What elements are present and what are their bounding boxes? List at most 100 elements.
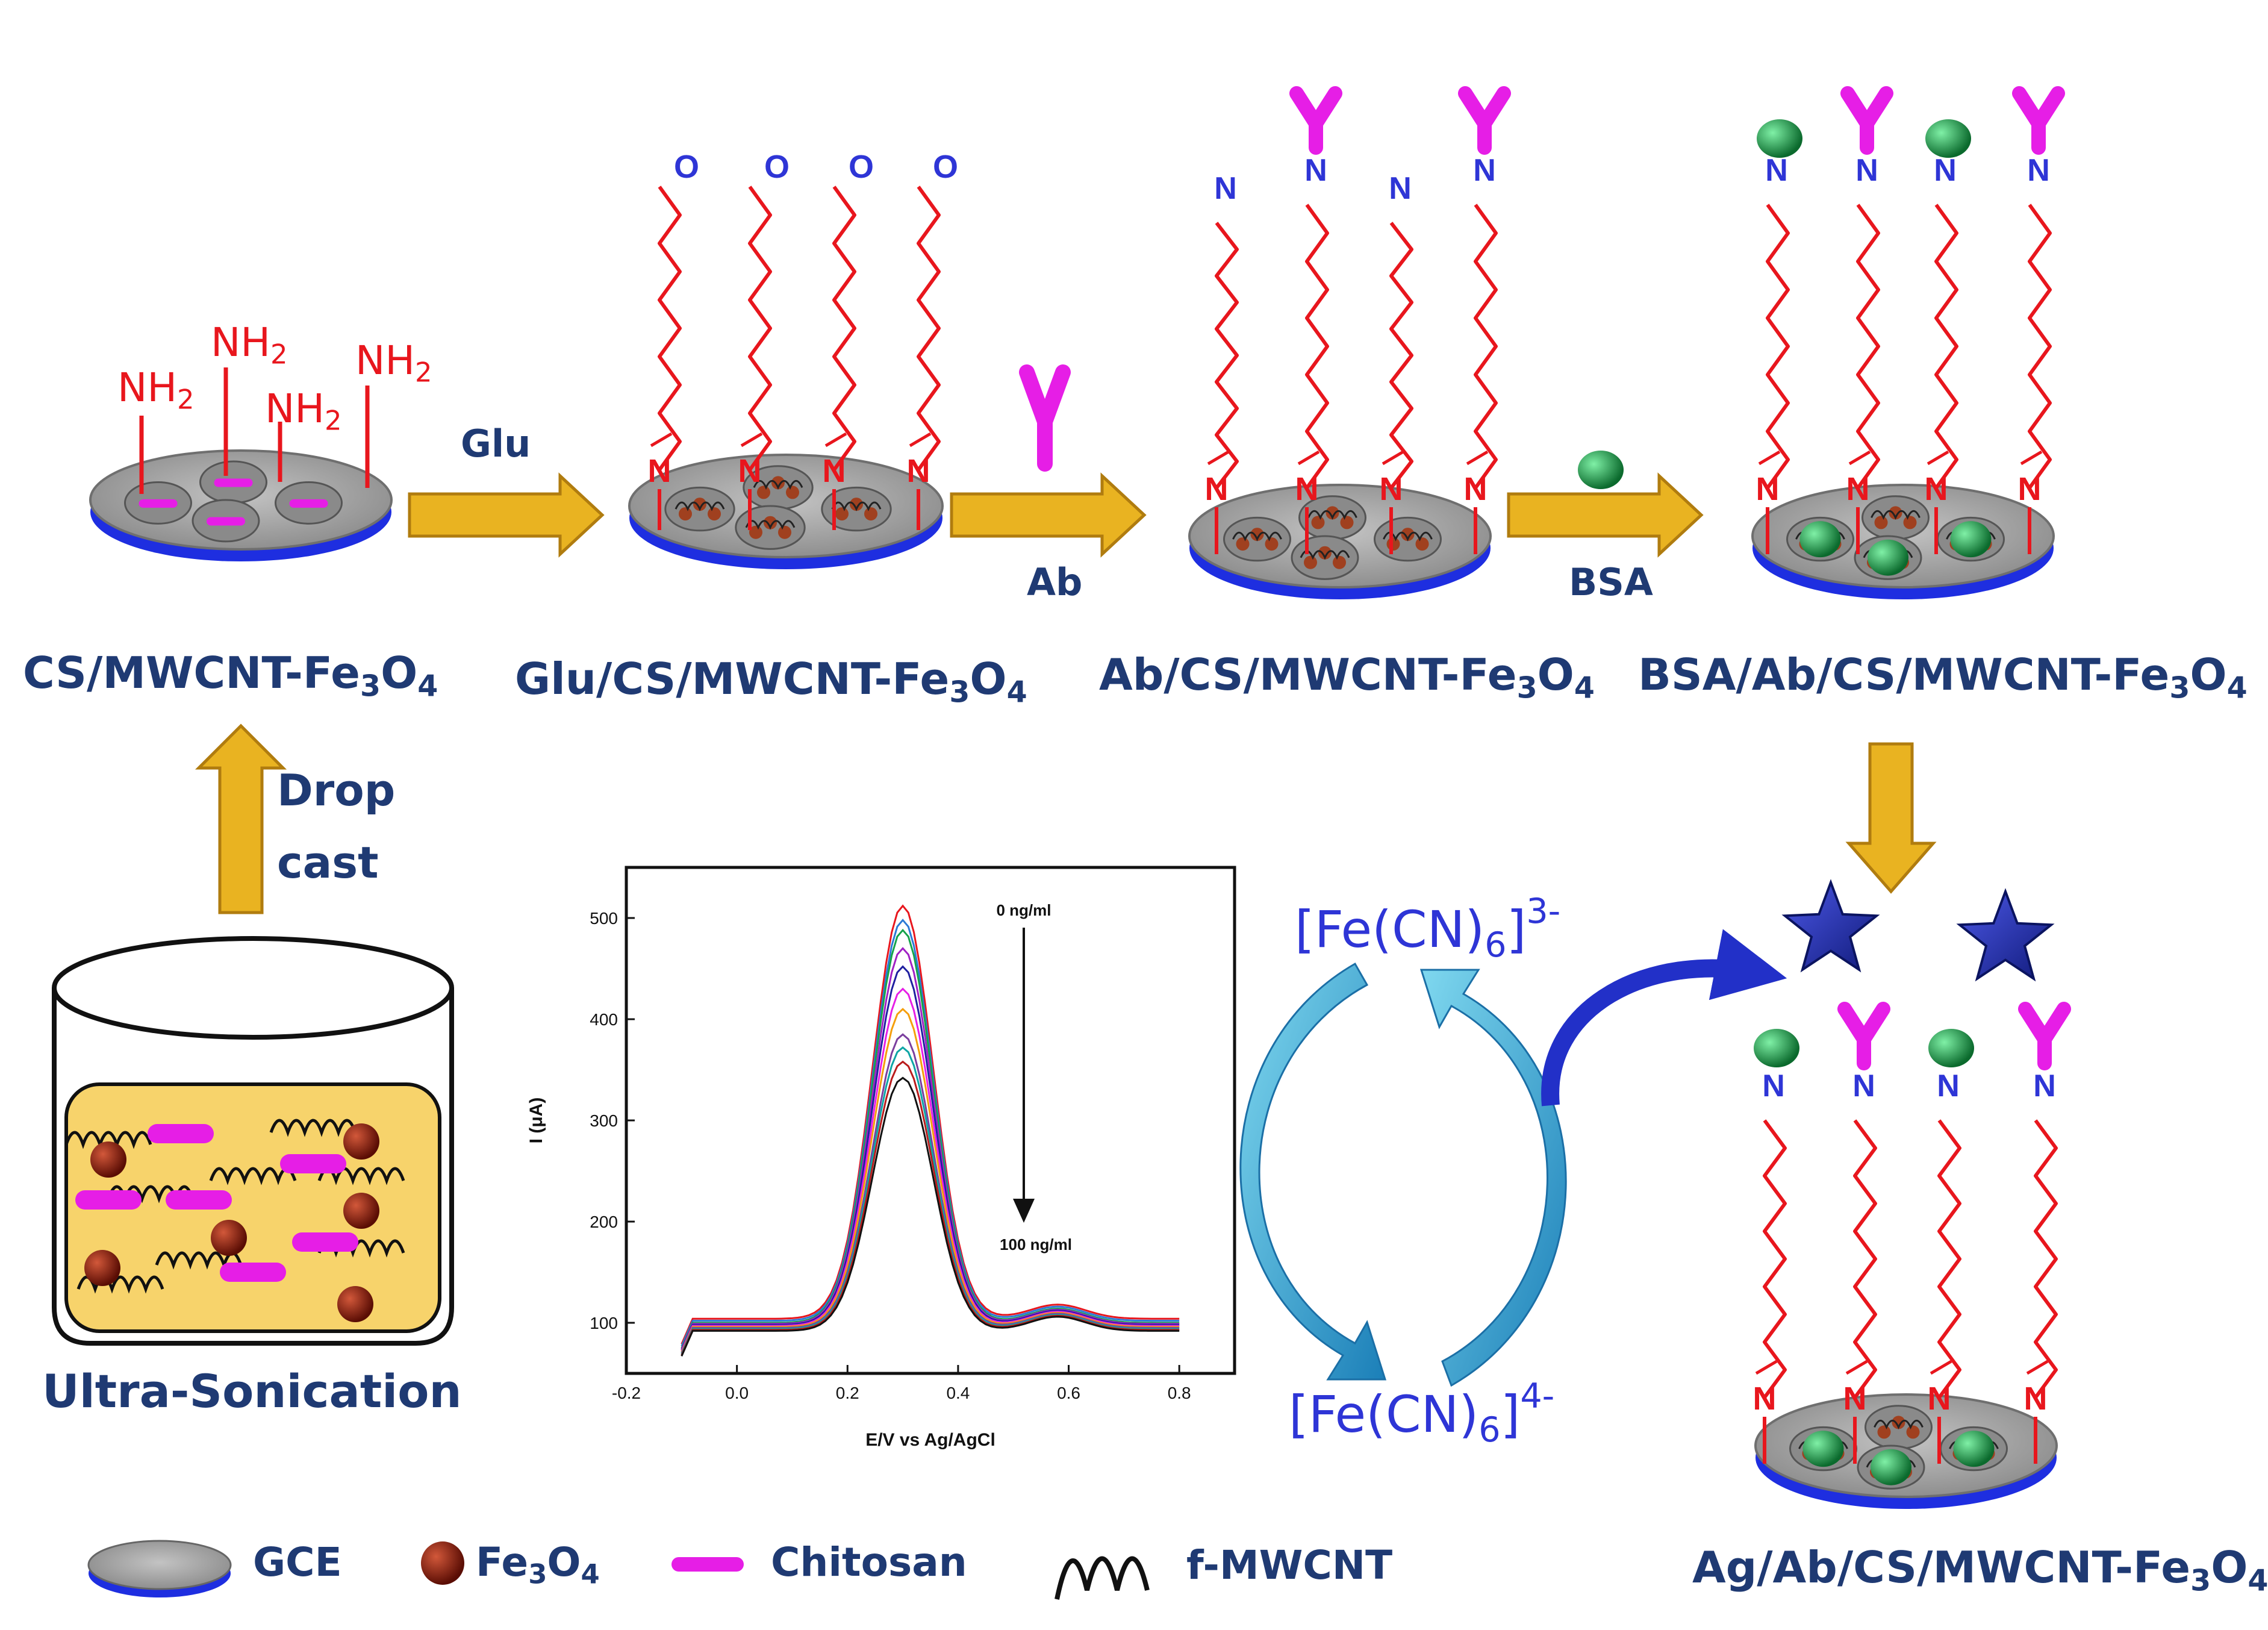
antibody-y <box>1289 86 1342 155</box>
antibody-y <box>2012 86 2065 155</box>
legend-gce-label: GCE <box>253 1539 342 1585</box>
imine-bond <box>2026 1360 2049 1375</box>
chitosan-strand <box>166 1190 232 1210</box>
fe3o4-particle <box>211 1220 247 1256</box>
amine-label: NH2 <box>211 319 288 370</box>
arrow-bsa-step <box>1507 472 1704 558</box>
atom-label-n: N <box>1934 153 1957 188</box>
legend-fe3o4-label: Fe3O4 <box>476 1539 600 1590</box>
amine-label: NH2 <box>117 364 195 416</box>
dpv-series-line <box>681 947 1180 1350</box>
step-glu: Glu <box>461 422 531 466</box>
bsa-sphere <box>1868 539 1908 576</box>
mwcnt-strand <box>753 479 803 490</box>
chitosan-strand <box>148 1124 214 1143</box>
imine-bond <box>1930 1360 1952 1375</box>
beaker-icon <box>52 936 454 1346</box>
cycle-arrow-right-up <box>1419 969 1567 1387</box>
mwcnt-strand <box>1300 550 1350 560</box>
atom-label-n: N <box>1765 153 1788 188</box>
mwcnt-strand <box>76 1275 164 1294</box>
atom-label-n: N <box>1937 1069 1960 1104</box>
fe3o4-particle <box>1415 537 1429 551</box>
bsa-sphere <box>1950 521 1992 558</box>
electrode-cs-mwcnt <box>89 367 393 561</box>
step-cast: cast <box>277 837 379 888</box>
imine-bond <box>1845 1360 1868 1375</box>
mwcnt-strand <box>155 1251 243 1270</box>
x-tick-label: 0.2 <box>836 1384 859 1402</box>
dpv-series-line <box>681 904 1180 1344</box>
atom-label-n: N <box>1762 1069 1785 1104</box>
bsa-sphere <box>1802 1431 1844 1467</box>
imine-bond <box>1755 1360 1778 1375</box>
bsa-sphere <box>1925 119 1971 158</box>
y-tick-label: 100 <box>590 1314 618 1332</box>
x-tick-label: 0.8 <box>1168 1384 1191 1402</box>
mwcnt-strand <box>1871 510 1921 520</box>
fe3o4-particle <box>1265 537 1279 551</box>
legend-chitosan-icon <box>671 1557 744 1572</box>
mwcnt-strand <box>745 520 796 530</box>
atom-label-o: O <box>674 149 699 185</box>
fe3o4-particle <box>1311 516 1325 529</box>
atom-label-n: N <box>1928 1381 1951 1417</box>
legend <box>87 1540 1150 1600</box>
dpv-series-line <box>681 1060 1180 1356</box>
label-ferrocyanide: [Fe(CN)6]4- <box>1289 1376 1555 1450</box>
mwcnt-strand <box>831 501 882 511</box>
fe3o4-particle <box>771 476 785 490</box>
fe3o4-particle <box>1877 1425 1891 1439</box>
amine-label: NH2 <box>355 337 432 389</box>
antibody-y <box>2018 1002 2071 1070</box>
amine-label: NH2 <box>265 386 342 437</box>
atom-label-n: N <box>823 453 846 489</box>
chitosan-strand <box>220 1263 286 1282</box>
atom-label-n: N <box>1214 171 1237 206</box>
chitosan-strand <box>75 1190 142 1210</box>
fe3o4-particle <box>693 498 706 511</box>
imine-bond <box>1848 450 1871 466</box>
imine-bond <box>1297 450 1320 466</box>
legend-mwcnt-icon <box>1055 1556 1150 1600</box>
glutaraldehyde-chain <box>1305 204 1329 489</box>
antibody-y <box>1840 86 1893 155</box>
imine-bond <box>740 432 763 448</box>
arrow-antigen-step <box>1845 742 1937 894</box>
imine-bond <box>1382 450 1404 466</box>
mwcnt-strand <box>1232 531 1282 542</box>
y-tick-label: 200 <box>590 1213 618 1231</box>
label-cs-mwcnt: CS/MWCNT-Fe3O4 <box>23 648 438 704</box>
chitosan-strand <box>207 517 245 526</box>
glutaraldehyde-chain <box>658 186 682 471</box>
fe3o4-particle <box>343 1193 379 1229</box>
y-tick-label: 300 <box>590 1111 618 1130</box>
imine-bond <box>824 432 847 448</box>
bsa-sphere <box>1799 521 1841 558</box>
imine-bond <box>650 432 673 448</box>
fe3o4-particle <box>1892 1416 1905 1429</box>
glutaraldehyde-chain <box>1474 204 1498 489</box>
atom-label-n: N <box>2027 153 2050 188</box>
dpv-series-line <box>681 1046 1180 1355</box>
fe3o4-particle <box>343 1123 379 1160</box>
antibody-icon <box>1019 364 1071 472</box>
bsa-sphere <box>1953 1431 1995 1467</box>
label-ab-cs-mwcnt: Ab/CS/MWCNT-Fe3O4 <box>1099 649 1595 705</box>
arrow-glu-step <box>408 472 605 558</box>
label-ferricyanide: [Fe(CN)6]3- <box>1295 892 1561 965</box>
arrow-drop-cast <box>195 723 287 914</box>
atom-label-n: N <box>1304 153 1327 188</box>
fe3o4-particle <box>1318 546 1332 560</box>
imine-bond <box>1927 450 1949 466</box>
atom-label-n: N <box>1464 471 1488 507</box>
fe3o4-particle <box>1340 516 1354 529</box>
chart-annotation-top: 0 ng/ml <box>996 901 1051 919</box>
trend-arrowhead <box>1013 1199 1035 1223</box>
chart-xlabel: E/V vs Ag/AgCl <box>865 1430 995 1450</box>
imine-bond <box>909 432 932 448</box>
